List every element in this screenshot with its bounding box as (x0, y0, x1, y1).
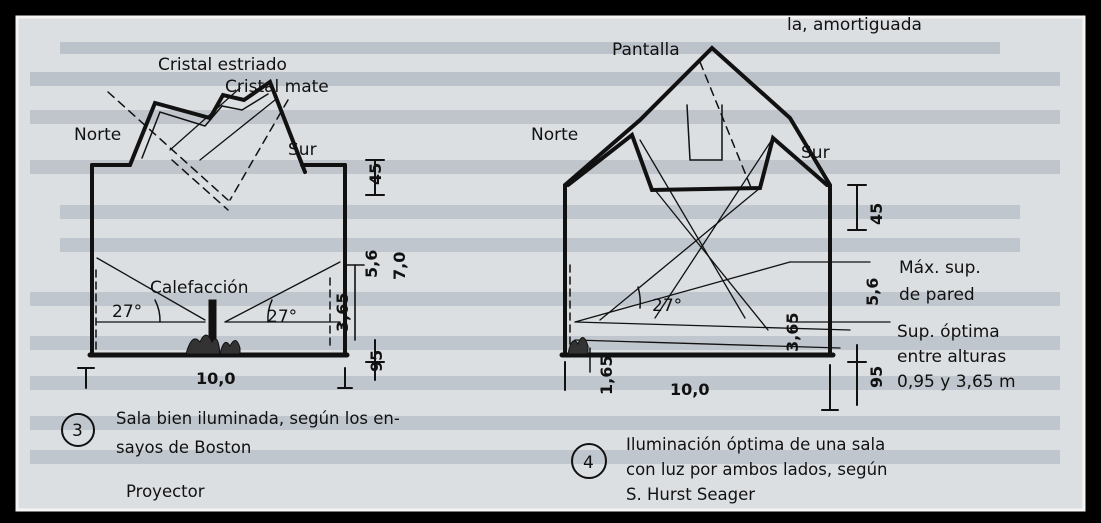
fig4-note-opt-line-1: Sup. óptima (897, 322, 1000, 342)
fig3-angle-arc-left (154, 299, 161, 323)
fig4-dim-95: 95 (867, 366, 886, 388)
fig3-ray-dashed-3 (229, 99, 289, 201)
fig4-figure-person (567, 337, 589, 355)
figure-4-text: la, amortiguada Pantalla Norte Sur 27° 4… (531, 15, 1016, 504)
fig4-sight-1 (574, 261, 791, 323)
fig4-screen-pantalla (686, 104, 723, 161)
fig4-ray-4 (599, 187, 761, 321)
fig3-ray-dashed-1 (107, 91, 229, 201)
fig3-dim-width: 10,0 (196, 369, 235, 388)
fig4-sight-3 (574, 339, 841, 349)
fig3-label-norte: Norte (74, 125, 121, 145)
fig3-leader-estriado (169, 87, 241, 151)
fig3-label-cristal-mate: Cristal mate (225, 77, 329, 97)
fig4-dim-1-65: 1,65 (597, 356, 616, 395)
fig3-label-angle-right: 27° (267, 307, 297, 327)
fig4-outer-shell (563, 45, 832, 357)
fig3-label-calefaccion: Calefacción (150, 278, 248, 298)
fig3-sight-right-1 (224, 261, 341, 323)
fig4-caption-line-3: S. Hurst Seager (626, 485, 755, 504)
fig4-ray-2 (654, 189, 769, 331)
fig3-leader-mate (199, 99, 276, 161)
fig3-angle-arc-right (267, 299, 273, 323)
fig4-caption-line-1: Iluminación óptima de una sala (626, 435, 885, 454)
fig3-dim-3-65: 3,65 (333, 293, 352, 332)
fig4-inner-ceiling (566, 131, 829, 193)
fig4-dim-3-65: 3,65 (783, 313, 802, 352)
fig3-figure-left (185, 334, 221, 355)
fig3-label-angle-left: 27° (112, 302, 142, 322)
fig3-dim-95: 95 (367, 350, 386, 372)
fig4-label-clipped-top: la, amortiguada (787, 15, 922, 35)
bleed-through-text (30, 42, 1060, 464)
fig4-note-opt-line-2: entre alturas (897, 347, 1006, 367)
fig4-caption-line-2: con luz por ambos lados, según (626, 460, 888, 479)
figure-3-text: Cristal estriado Cristal mate Norte Sur … (72, 55, 409, 501)
fig4-number-circle (571, 443, 607, 479)
fig3-figure-right (219, 340, 241, 355)
fig4-number: 4 (583, 453, 594, 473)
fig3-dim-7-0: 7,0 (390, 252, 409, 280)
fig3-dim-5-6: 5,6 (362, 250, 381, 278)
figure-4 (559, 45, 891, 479)
fig3-below-caption: Proyector (126, 482, 205, 501)
fig4-dim-width: 10,0 (670, 380, 709, 399)
fig4-dim-45: 45 (867, 203, 886, 225)
fig4-note-opt-line-3: 0,95 y 3,65 m (897, 372, 1016, 392)
fig3-roof-inner (141, 93, 269, 159)
fig4-dim-5-6: 5,6 (863, 278, 882, 306)
fig3-roof-lantern (128, 78, 307, 174)
fig4-label-pantalla: Pantalla (612, 40, 680, 60)
fig4-note-max-line-1: Máx. sup. (899, 258, 981, 278)
fig4-ray-dashed (699, 61, 753, 191)
fig4-angle-arc (637, 286, 642, 309)
fig3-caption-line-2: sayos de Boston (116, 438, 251, 457)
fig4-ray-1 (639, 139, 746, 319)
fig3-ray-dashed-2 (171, 159, 229, 211)
fig4-label-angle: 27° (652, 296, 682, 316)
fig4-label-norte: Norte (531, 125, 578, 145)
fig3-caption-line-1: Sala bien iluminada, según los en- (116, 409, 400, 428)
figure-3 (61, 78, 385, 447)
fig4-note-max-line-2: de pared (899, 285, 975, 305)
fig3-number: 3 (72, 421, 83, 441)
fig3-dim-45: 45 (366, 163, 385, 185)
fig3-label-cristal-estriado: Cristal estriado (158, 55, 287, 75)
fig4-ray-3 (654, 137, 774, 319)
fig3-sight-left-1 (96, 257, 206, 321)
fig4-sight-2 (574, 321, 851, 331)
fig3-label-sur: Sur (288, 140, 317, 160)
fig4-label-sur: Sur (801, 143, 830, 163)
inner-frame-line (15, 15, 1086, 512)
fig3-number-circle (61, 413, 95, 447)
